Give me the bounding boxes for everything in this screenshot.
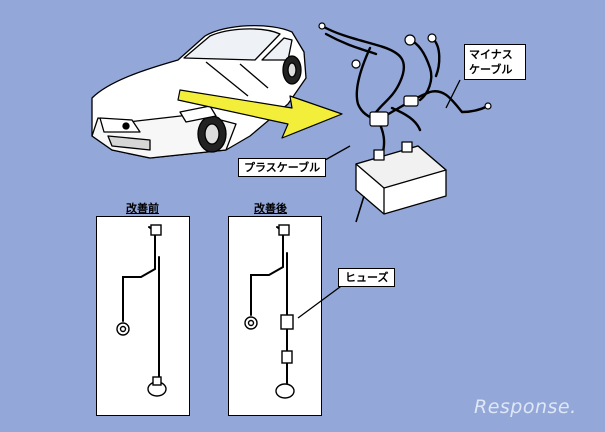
watermark-text: Response. bbox=[474, 396, 577, 418]
battery bbox=[355, 141, 447, 223]
response-watermark: Response. bbox=[474, 396, 577, 418]
minus-cable-callout: マイナス ケーブル bbox=[464, 44, 526, 80]
after-cable-drawing bbox=[244, 224, 295, 399]
minus-cable-label-line2: ケーブル bbox=[469, 63, 513, 76]
fuse-callout: ヒューズ bbox=[338, 268, 396, 287]
fuse-body bbox=[280, 314, 294, 330]
before-panel bbox=[96, 216, 190, 416]
harness-connectors bbox=[318, 22, 492, 127]
car-illustration bbox=[91, 24, 307, 159]
plus-cable-callout: プラスケーブル bbox=[238, 158, 327, 177]
minus-cable-label-line1: マイナス bbox=[469, 48, 513, 61]
after-panel bbox=[228, 216, 322, 416]
fuse-label: ヒューズ bbox=[345, 271, 389, 284]
plus-cable-label: プラスケーブル bbox=[244, 161, 321, 174]
before-caption: 改善前 bbox=[126, 202, 159, 215]
after-caption: 改善後 bbox=[254, 202, 287, 215]
pointer-arrow bbox=[177, 89, 343, 139]
before-cable-drawing bbox=[116, 224, 167, 397]
